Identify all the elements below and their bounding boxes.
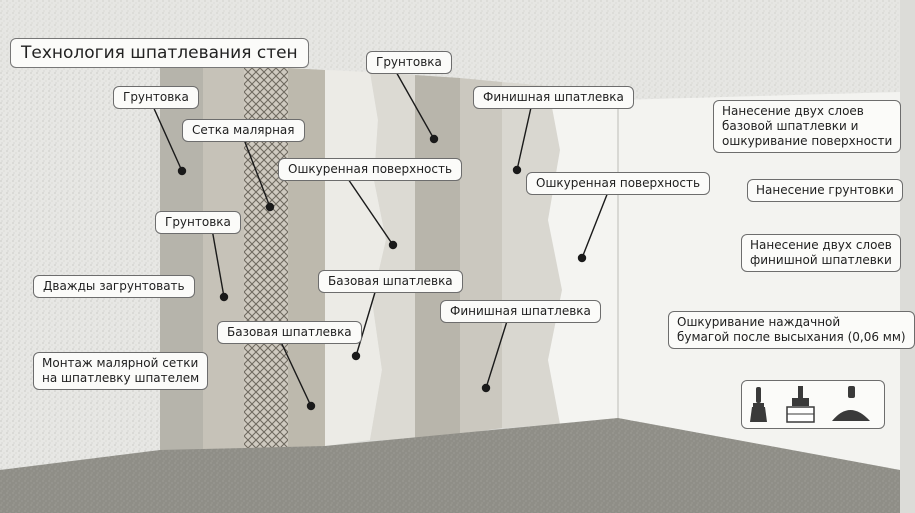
label-primer-left: Грунтовка	[155, 211, 241, 234]
layer-primer-3	[415, 75, 460, 440]
layer-finish-1	[460, 78, 502, 434]
label-base-putty-mid: Базовая шпатлевка	[318, 270, 463, 293]
label-primer-top-left: Грунтовка	[113, 86, 199, 109]
layer-primer-2	[203, 64, 244, 456]
brush-icon	[750, 387, 767, 422]
label-primer-mid: Грунтовка	[366, 51, 452, 74]
note-mesh-install: Монтаж малярной сетки на шпатлевку шпате…	[33, 352, 209, 390]
label-finish-putty-mid: Финишная шпатлевка	[440, 300, 601, 323]
spatula-icon	[832, 386, 870, 421]
layer-sanded-1	[325, 70, 386, 446]
label-base-putty-left: Базовая шпатлевка	[217, 321, 362, 344]
label-finish-putty-top: Финишная шпатлевка	[473, 86, 634, 109]
step-finish-putty: Нанесение двух слоев финишной шпатлевки	[741, 234, 901, 272]
label-sanded-surface-1: Ошкуренная поверхность	[278, 158, 463, 181]
leader-lines	[151, 69, 609, 411]
label-paint-mesh: Сетка малярная	[182, 119, 305, 142]
paint-roller-icon	[786, 386, 815, 423]
label-sanded-surface-2: Ошкуренная поверхность	[526, 172, 711, 195]
page-title: Технология шпатлевания стен	[10, 38, 309, 68]
note-prime-twice: Дважды загрунтовать	[33, 275, 195, 298]
tools-panel	[741, 380, 885, 429]
step-primer: Нанесение грунтовки	[747, 179, 903, 202]
step-base-putty: Нанесение двух слоев базовой шпатлевки и…	[713, 100, 902, 153]
layer-mesh	[244, 66, 288, 456]
step-sanding: Ошкуривание наждачной бумагой после высы…	[668, 311, 915, 349]
